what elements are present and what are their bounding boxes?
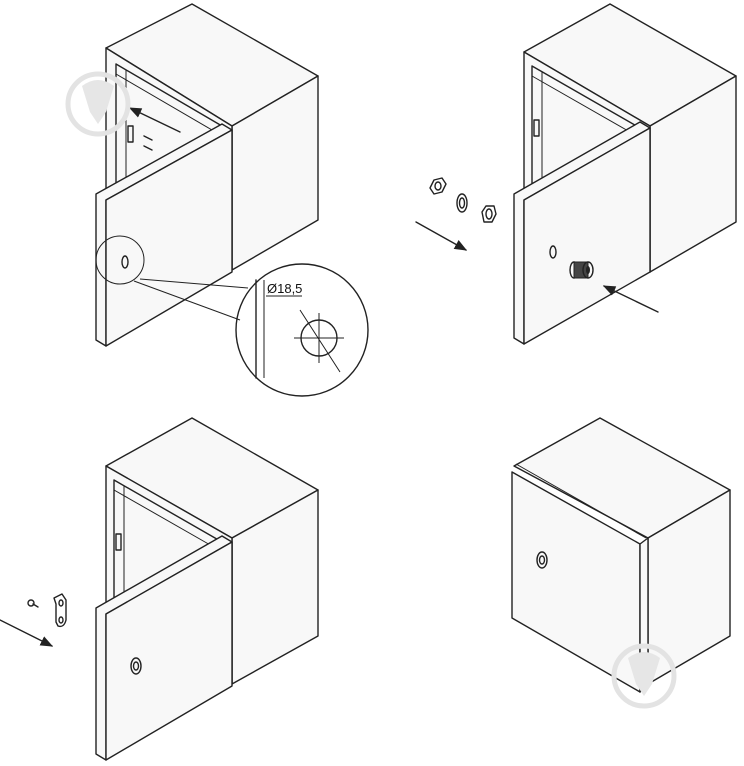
cam-latch-icon (53, 593, 67, 628)
step-3-attach-cam (0, 417, 319, 761)
lock-cylinder-icon (569, 261, 594, 279)
screw-icon (27, 599, 39, 608)
watermark-logo-icon (65, 71, 131, 137)
arrow-icon (128, 107, 181, 133)
square-nut-icon (481, 205, 497, 223)
hole-marker (121, 255, 129, 269)
lock-cylinder-icon (130, 657, 142, 675)
hinge-icon (115, 533, 122, 551)
magnifier-circle (95, 235, 145, 285)
hinge-icon (533, 119, 540, 137)
step-2-insert-lock (415, 3, 737, 345)
hole-marker (549, 245, 557, 259)
door-front (105, 129, 233, 347)
dimension-label: Ø18,5 (267, 281, 302, 296)
watermark-logo-icon (611, 643, 677, 709)
hexagon-nut-icon (429, 177, 447, 195)
arrow-icon (602, 285, 659, 313)
washer-icon (456, 193, 468, 213)
arrow-icon (415, 221, 468, 251)
detail-circle (235, 263, 369, 397)
arrow-icon (0, 619, 54, 647)
lock-cylinder-icon (536, 551, 548, 569)
door-front (523, 127, 651, 345)
door-front (105, 541, 233, 761)
step-4-closed-cabinet (511, 417, 731, 693)
hinge-icon (127, 125, 134, 143)
step-1-drill-hole: Ø18,5 (95, 3, 369, 397)
